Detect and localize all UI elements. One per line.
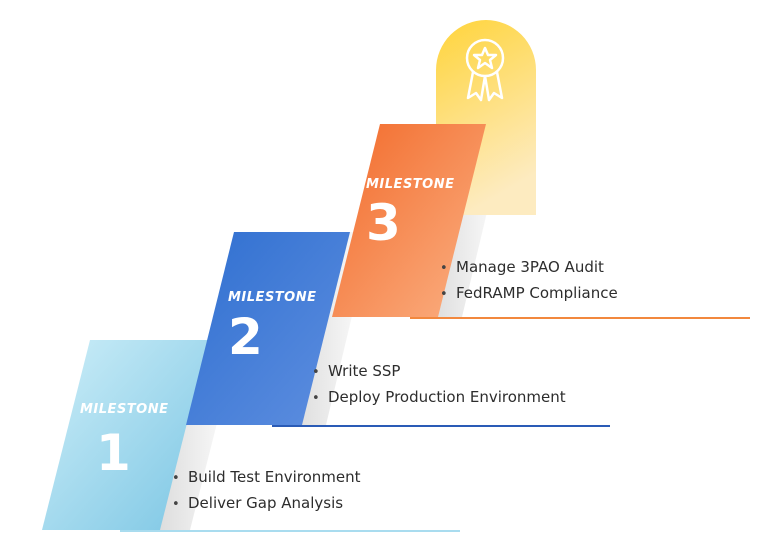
- milestone-2-label: MILESTONE: [228, 290, 317, 305]
- milestone-2-items: Write SSP Deploy Production Environment: [312, 358, 566, 410]
- milestone-3-item: Manage 3PAO Audit: [440, 254, 618, 280]
- milestone-3-item: FedRAMP Compliance: [440, 280, 618, 306]
- milestone-3-items: Manage 3PAO Audit FedRAMP Compliance: [440, 254, 618, 306]
- milestone-1-number: 1: [96, 424, 131, 482]
- milestone-1-step: [42, 340, 208, 530]
- milestone-3-label: MILESTONE: [366, 177, 455, 192]
- milestone-3-number: 3: [366, 194, 401, 252]
- milestone-2-step: [186, 232, 350, 425]
- milestone-2-number: 2: [228, 308, 263, 366]
- milestone-1-items: Build Test Environment Deliver Gap Analy…: [172, 464, 361, 516]
- milestone-1-label: MILESTONE: [80, 402, 169, 417]
- milestone-1-item: Deliver Gap Analysis: [172, 490, 361, 516]
- milestone-2-item: Deploy Production Environment: [312, 384, 566, 410]
- award-ribbon-star-icon: [465, 38, 505, 102]
- milestone-1-item: Build Test Environment: [172, 464, 361, 490]
- milestone-2-item: Write SSP: [312, 358, 566, 384]
